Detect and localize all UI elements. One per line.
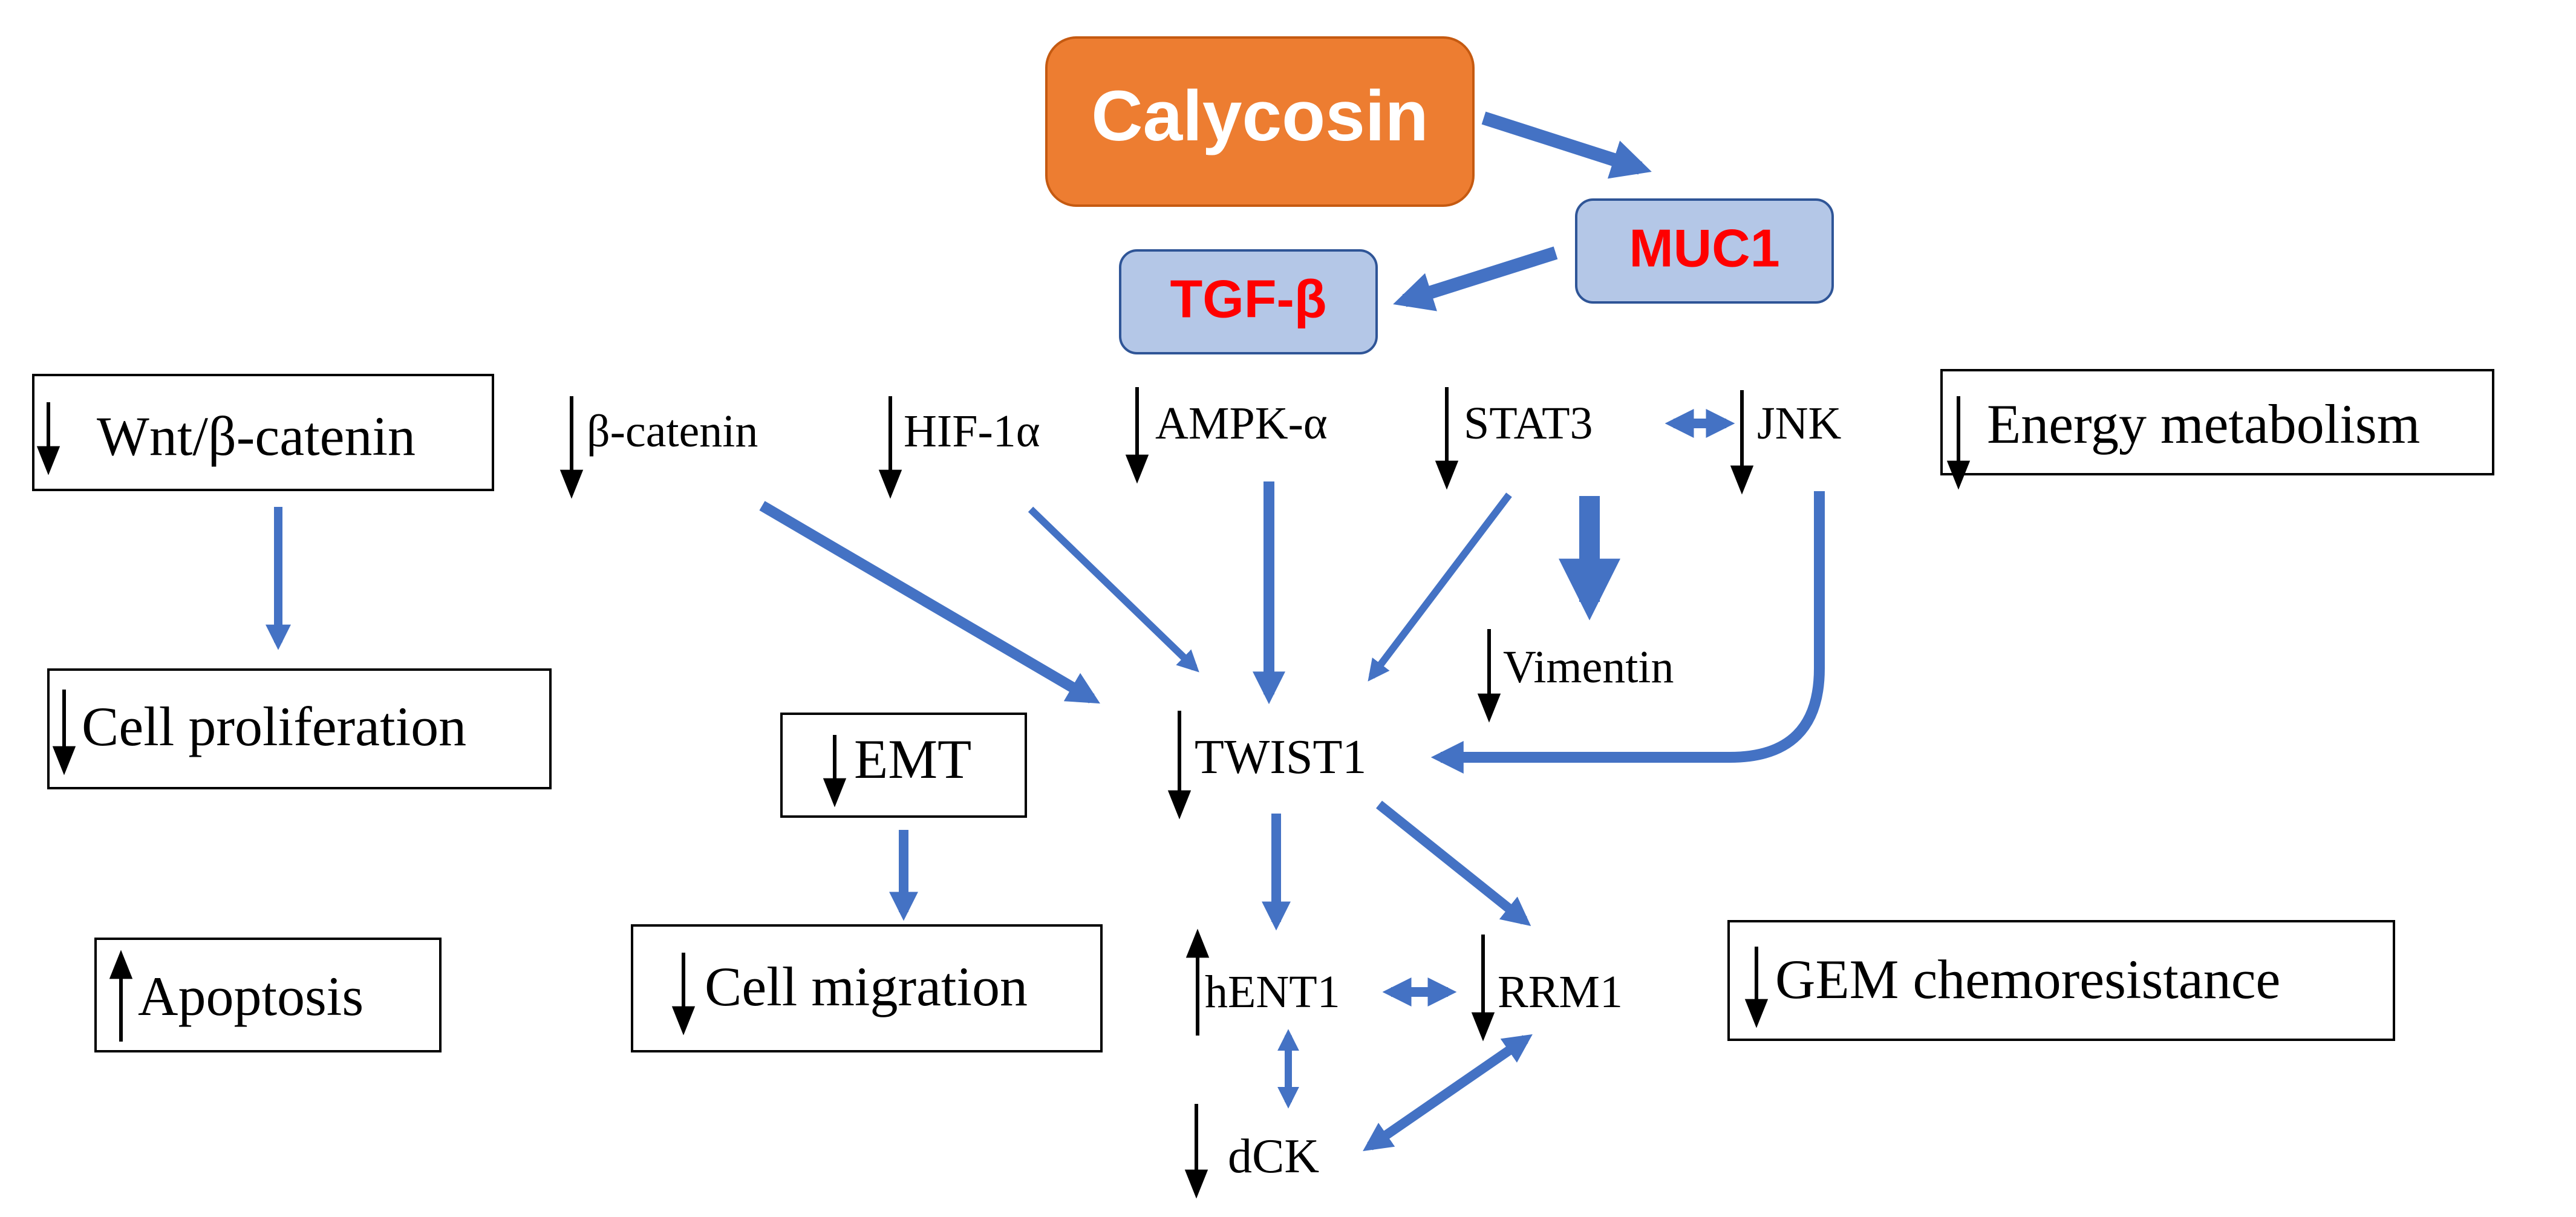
rrm1-label: RRM1 (1498, 967, 1623, 1017)
gem-box (1727, 920, 2395, 1041)
arrow-hif1a-twist1 (1028, 506, 1199, 673)
arrow-twist1-rrm1 (1376, 800, 1531, 926)
jnk-label: JNK (1757, 398, 1841, 449)
energy-box (1940, 369, 2494, 475)
emt-label: EMT (854, 728, 971, 790)
muc1-node: MUC1 (1575, 198, 1834, 304)
hif1a-label: HIF-1α (904, 406, 1040, 457)
arrow-betacatenin-twist1 (759, 501, 1100, 704)
apoptosis-box (94, 938, 442, 1052)
vimentin-label: Vimentin (1503, 642, 1674, 693)
energy-label: Energy metabolism (1987, 393, 2420, 455)
stat3-label: STAT3 (1464, 398, 1593, 449)
twist1-label: TWIST1 (1195, 731, 1366, 784)
regulation-indicators (36, 387, 1971, 1199)
blue-arrows (266, 111, 1825, 1152)
arrow-muc1-tgf (1393, 246, 1558, 312)
outlined-boxes (32, 369, 2494, 1052)
dck-label: dCK (1228, 1130, 1319, 1183)
node-labels: Wnt/β-catenin β-catenin HIF-1α AMPK-α ST… (82, 393, 2420, 1183)
beta-catenin-label: β-catenin (587, 406, 758, 457)
arrow-dck-rrm1 (1363, 1034, 1533, 1152)
arrow-jnk-twist1 (1430, 491, 1825, 774)
tgf-beta-node: TGF-β (1119, 249, 1378, 354)
cell-migration-label: Cell migration (705, 956, 1028, 1017)
calycosin-node: Calycosin (1045, 36, 1475, 207)
cell-proliferation-label: Cell proliferation (82, 696, 466, 757)
wnt-label: Wnt/β-catenin (97, 405, 416, 467)
calycosin-label: Calycosin (1091, 76, 1428, 156)
muc1-label: MUC1 (1629, 218, 1779, 278)
emt-box (780, 713, 1027, 818)
cell-proliferation-box (47, 668, 552, 789)
gem-label: GEM chemoresistance (1775, 948, 2280, 1010)
hent1-label: hENT1 (1205, 967, 1340, 1017)
tgf-beta-label: TGF-β (1170, 269, 1327, 328)
arrow-calycosin-muc1 (1481, 111, 1652, 179)
wnt-box (32, 374, 494, 491)
cell-migration-box (631, 924, 1103, 1052)
apoptosis-label: Apoptosis (138, 965, 364, 1027)
arrow-stat3-twist1 (1368, 492, 1512, 682)
ampk-label: AMPK-α (1155, 398, 1328, 449)
